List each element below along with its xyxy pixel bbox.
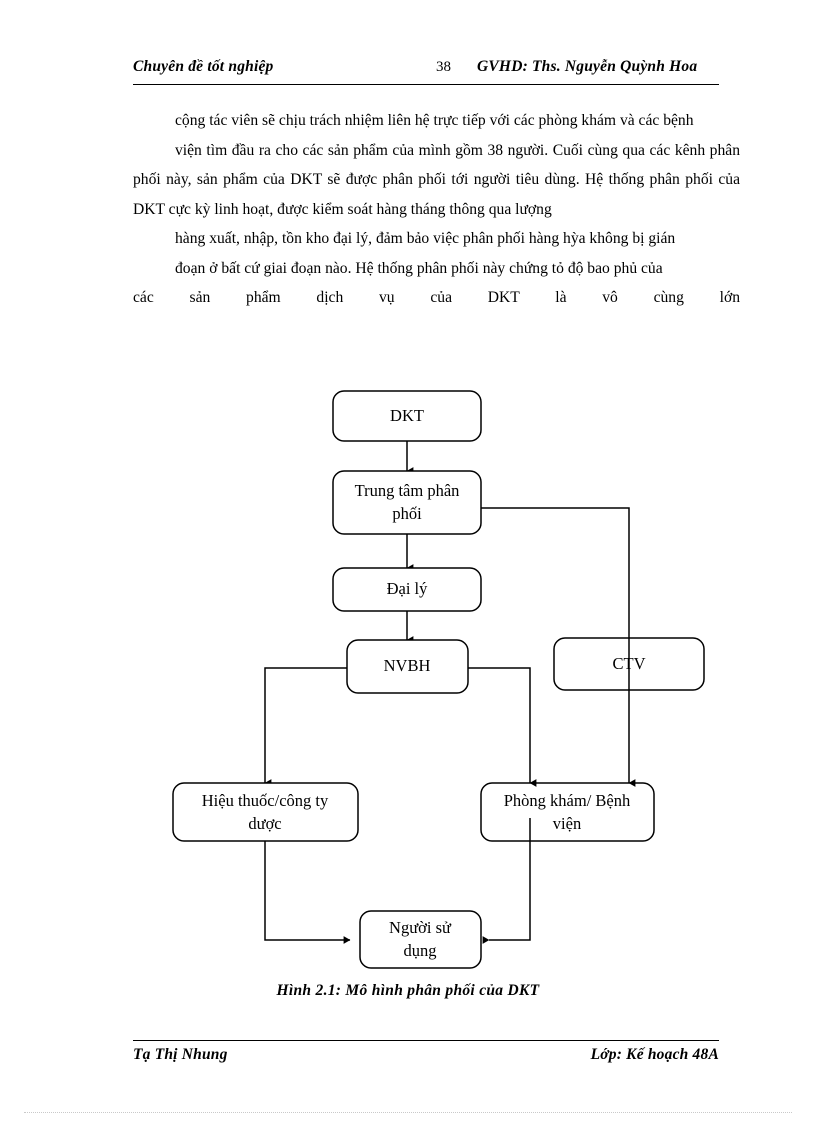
flowchart-node-labels: DKT Trung tâm phân phối Đại lý NVBH CTV … [202,406,646,960]
figure-caption: Hình 2.1: Mô hình phân phối của DKT [276,982,540,999]
node-dai-ly [332,567,482,612]
flowchart-connectors [264,441,636,944]
node-label-dkt: DKT [390,406,424,425]
node-label-nguoi-su-dung-line1: Người sử [389,918,452,937]
node-label-dai-ly: Đại lý [387,579,429,598]
edge-phongkham-to-nguoisudung [482,818,531,944]
header-left-title: Chuyên đề tốt nghiệp [133,58,274,75]
scan-artifact-line [24,1112,792,1113]
node-trung-tam-phan-phoi [332,470,482,535]
node-nguoi-su-dung [359,910,482,969]
node-dkt [332,390,482,442]
page-footer: Tạ Thị Nhung Lớp: Kế hoạch 48A [133,1046,719,1072]
edge-nvbh-to-hieuthuoc [264,667,347,787]
figure-distribution-model: DKT Trung tâm phân phối Đại lý NVBH CTV … [0,378,816,999]
header-divider [133,84,719,85]
flowchart-nodes [172,390,705,969]
edge-hieuthuoc-to-nguoisudung [264,818,351,944]
footer-class: Lớp: Kế hoạch 48A [590,1046,719,1063]
edge-trungtam-to-ctv [481,507,630,638]
node-label-nvbh: NVBH [384,656,431,675]
node-label-trung-tam-line1: Trung tâm phân [355,481,460,500]
node-hieu-thuoc [172,782,359,842]
header-right-title: GVHD: Ths. Nguyễn Quỳnh Hoa [477,58,698,75]
footer-author: Tạ Thị Nhung [133,1046,228,1063]
paragraph-1: cộng tác viên sẽ chịu trách nhiệm liên h… [175,112,694,129]
node-label-hieu-thuoc-line1: Hiệu thuốc/công ty [202,791,329,810]
paragraph-3: hàng xuất, nhập, tồn kho đại lý, đảm bảo… [175,230,676,247]
paragraph-4: đoạn ở bất cứ giai đoạn nào. Hệ thống ph… [175,259,663,277]
header-page-number: 38 [436,59,451,75]
body-text: cộng tác viên sẽ chịu trách nhiệm liên h… [133,106,740,342]
node-phong-kham [480,782,655,842]
node-label-phong-kham-line2: viện [553,814,581,833]
page-header: Chuyên đề tốt nghiệp 38 GVHD: Ths. Nguyễ… [133,58,719,86]
paragraph-5: các sản phẩm dịch vụ của DKT là vô cùng … [133,289,740,306]
node-ctv [553,637,705,691]
node-label-trung-tam-line2: phối [392,504,422,523]
flowchart-svg: DKT Trung tâm phân phối Đại lý NVBH CTV … [172,390,705,969]
footer-divider [133,1040,719,1041]
node-label-nguoi-su-dung-line2: dụng [404,941,437,960]
paragraph-2: viện tìm đầu ra cho các sản phẩm của mìn… [133,141,740,218]
node-label-ctv: CTV [613,654,646,673]
node-nvbh [346,639,469,694]
node-label-hieu-thuoc-line2: dược [248,814,281,833]
node-label-phong-kham-line1: Phòng khám/ Bệnh [504,791,631,810]
edge-nvbh-to-phongkham [468,667,537,787]
